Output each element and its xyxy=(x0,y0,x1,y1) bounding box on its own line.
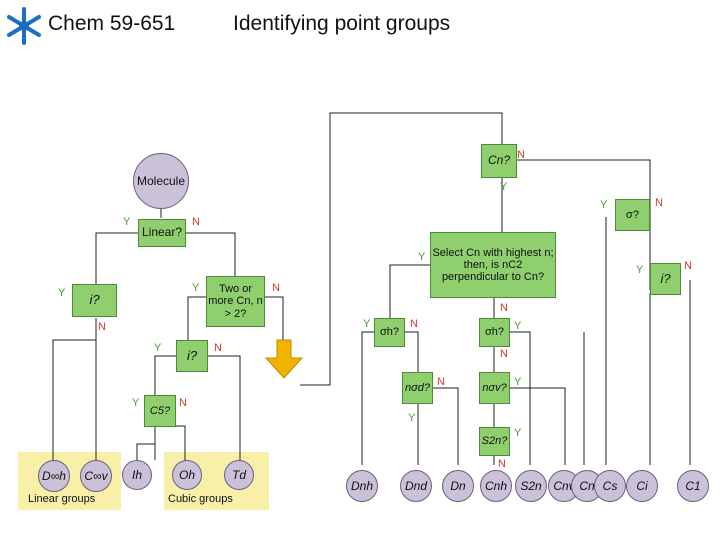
yes-label: Y xyxy=(123,216,131,228)
no-label: N xyxy=(179,397,187,409)
no-label: N xyxy=(410,318,418,330)
no-label: N xyxy=(684,260,692,272)
point-group-cnh: Cnh xyxy=(480,470,512,502)
c5-question: C5? xyxy=(144,395,176,427)
snowflake-logo-icon xyxy=(4,6,44,46)
point-group-c-inf-v: C∞v xyxy=(80,460,112,492)
linear-question: Linear? xyxy=(138,219,186,247)
sigma-question: σ? xyxy=(615,199,650,231)
n-sigma-d-question: nσd? xyxy=(402,372,433,404)
yes-label: Y xyxy=(600,199,608,211)
yes-label: Y xyxy=(636,264,644,276)
yes-label: Y xyxy=(418,251,426,263)
point-group-oh: Oh xyxy=(172,460,202,490)
no-label: N xyxy=(192,216,200,228)
yes-label: Y xyxy=(58,287,66,299)
yes-label: Y xyxy=(363,318,371,330)
point-group-dnh: Dnh xyxy=(346,470,378,502)
yes-label: Y xyxy=(192,282,200,294)
inversion-question-low: i? xyxy=(650,263,681,295)
point-group-dn: Dn xyxy=(442,470,474,502)
inversion-question-cubic: i? xyxy=(176,340,208,372)
linear-groups-label: Linear groups xyxy=(28,493,96,505)
no-label: N xyxy=(98,321,106,333)
yes-label: Y xyxy=(408,412,416,424)
yes-label: Y xyxy=(514,376,522,388)
inversion-question-linear: i? xyxy=(72,284,117,317)
course-code: Chem 59-651 xyxy=(48,12,176,35)
point-group-ci: Ci xyxy=(626,470,658,502)
yes-label: Y xyxy=(514,320,522,332)
yes-label: Y xyxy=(132,397,140,409)
yes-label: Y xyxy=(514,427,522,439)
cn-question: Cn? xyxy=(481,144,517,178)
point-group-cs: Cs xyxy=(594,470,626,502)
yes-label: Y xyxy=(154,342,162,354)
molecule-start-node: Molecule xyxy=(133,153,189,209)
yes-label: Y xyxy=(500,181,508,193)
point-group-s2n: S2n xyxy=(515,470,547,502)
point-group-td: Td xyxy=(224,460,254,490)
no-label: N xyxy=(272,282,280,294)
cubic-groups-label: Cubic groups xyxy=(168,493,233,505)
point-group-d-inf-h: D∞h xyxy=(38,460,70,492)
no-label: N xyxy=(500,302,508,314)
sigma-h-question-left: σh? xyxy=(374,318,405,347)
no-label: N xyxy=(655,197,663,209)
point-group-ih: Ih xyxy=(122,460,152,490)
no-label: N xyxy=(214,342,222,354)
no-label: N xyxy=(437,376,445,388)
no-label: N xyxy=(517,149,525,161)
s2n-question: S2n? xyxy=(479,427,510,456)
slide-title: Identifying point groups xyxy=(233,12,451,35)
point-group-dnd: Dnd xyxy=(400,470,432,502)
point-group-c1: C1 xyxy=(677,470,709,502)
no-label: N xyxy=(500,348,508,360)
no-label: N xyxy=(498,458,506,470)
sigma-h-question-right: σh? xyxy=(479,318,510,347)
n-sigma-v-question: nσv? xyxy=(479,372,510,404)
perpendicular-c2-question: Select Cn with highest n; then, is nC2 p… xyxy=(430,232,556,298)
multiple-cn-question: Two or more Cn, n > 2? xyxy=(206,276,265,327)
